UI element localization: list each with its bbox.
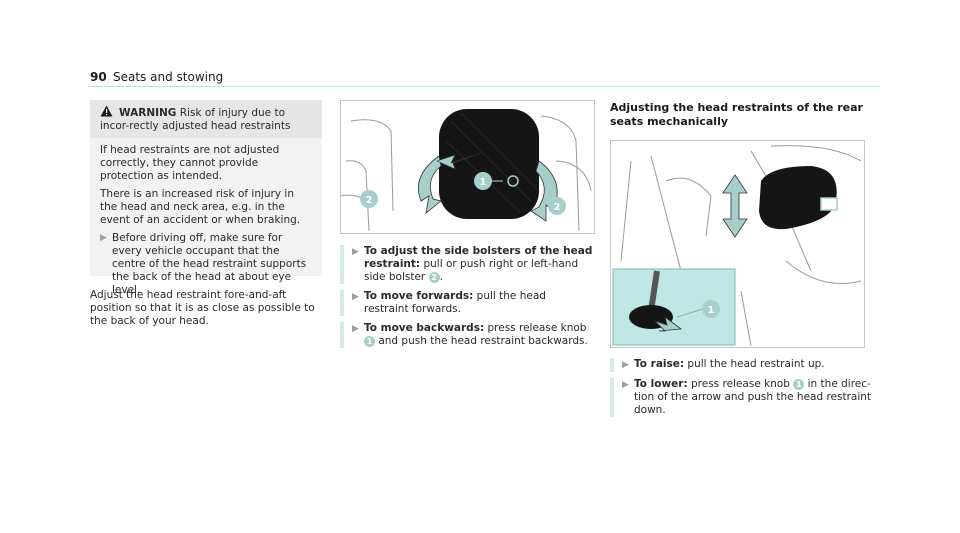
warning-para-1: If head restraints are not adjusted corr… bbox=[100, 144, 280, 182]
step-raise: ▶ To raise: pull the head restraint up. bbox=[610, 358, 872, 372]
step-move-forwards: ▶ To move forwards: pull the head restra… bbox=[340, 290, 593, 316]
left-paragraph: Adjust the head restraint fore-and-aft p… bbox=[90, 289, 315, 327]
callout-1-label: 1 bbox=[708, 305, 715, 316]
warning-bullet-text: Before driving off, make sure for every … bbox=[112, 232, 307, 296]
header-divider bbox=[88, 86, 880, 87]
step-text: pull or push right or left-hand side bol… bbox=[364, 258, 579, 283]
warning-body: If head restraints are not adjusted corr… bbox=[90, 138, 322, 297]
step-bold: To lower: bbox=[634, 378, 688, 390]
warning-label: WARNING bbox=[119, 107, 177, 119]
step-text: press release knob bbox=[487, 322, 587, 334]
callout-2-left-label: 2 bbox=[366, 195, 373, 206]
step-bold: To move backwards: bbox=[364, 322, 485, 334]
arrow-right-icon: ▶ bbox=[622, 380, 629, 390]
callout-1 bbox=[702, 300, 720, 318]
arrow-forward-icon bbox=[436, 152, 482, 170]
step-tail: . bbox=[439, 271, 443, 283]
arrow-right-icon: ▶ bbox=[100, 233, 107, 243]
warning-header: WARNING Risk of injury due to incor-rect… bbox=[90, 100, 322, 138]
arrow-right-icon: ▶ bbox=[352, 247, 359, 257]
press-arrow-icon bbox=[654, 316, 683, 332]
warning-bullet: ▶ Before driving off, make sure for ever… bbox=[100, 232, 312, 297]
step-bold: To raise: bbox=[634, 358, 685, 370]
rear-section-title: Adjusting the head restraints of the rea… bbox=[610, 101, 863, 128]
callout-2-right-label: 2 bbox=[554, 202, 561, 213]
callout-2-left bbox=[360, 190, 378, 208]
step-move-backwards: ▶ To move backwards: press release knob … bbox=[340, 322, 593, 348]
up-down-arrow-icon bbox=[722, 174, 748, 238]
callout-2-badge: 2 bbox=[428, 272, 440, 283]
step-bold: To move forwards: bbox=[364, 290, 474, 302]
arrow-right-icon: ▶ bbox=[622, 360, 629, 370]
callout-1-badge: 1 bbox=[793, 379, 805, 390]
page-number: 90 bbox=[90, 70, 107, 84]
rear-head-restraint-shape bbox=[759, 166, 837, 230]
step-bold: To adjust the side bolsters of the head … bbox=[364, 245, 593, 270]
step-text: press release knob bbox=[691, 378, 790, 390]
callout-1 bbox=[474, 172, 492, 190]
head-restraint-illustration: 1 2 2 bbox=[341, 109, 592, 232]
rear-head-restraint-illustration: 1 bbox=[612, 145, 862, 347]
rear-head-restraint-figure: 1 bbox=[610, 140, 865, 348]
warning-triangle-icon bbox=[100, 105, 113, 117]
right-steps: ▶ To raise: pull the head restraint up. … bbox=[610, 358, 872, 417]
warning-lead: Risk of injury due to incor-rectly adjus… bbox=[100, 107, 291, 132]
step-text: pull the head restraint forwards. bbox=[364, 290, 546, 315]
step-tail: and push the head restraint backwards. bbox=[378, 335, 588, 347]
arrow-right-icon: ▶ bbox=[352, 292, 359, 302]
callout-2-right bbox=[548, 197, 566, 215]
inset-detail bbox=[612, 268, 736, 346]
rotate-arrow-left-icon bbox=[417, 155, 442, 214]
head-restraint-shape bbox=[439, 109, 539, 219]
warning-box: WARNING Risk of injury due to incor-rect… bbox=[90, 100, 322, 296]
section-title: Seats and stowing bbox=[113, 70, 224, 84]
step-tail: in the direc-tion of the arrow and push … bbox=[634, 378, 872, 416]
arrow-right-icon: ▶ bbox=[352, 324, 359, 334]
middle-steps: ▶ To adjust the side bolsters of the hea… bbox=[340, 245, 593, 348]
step-side-bolsters: ▶ To adjust the side bolsters of the hea… bbox=[340, 245, 593, 284]
callout-1-label: 1 bbox=[480, 177, 487, 188]
callout-1-badge: 1 bbox=[364, 336, 375, 347]
step-lower: ▶ To lower: press release knob 1 in the … bbox=[610, 378, 872, 417]
head-restraint-front-figure: 1 2 2 bbox=[340, 100, 595, 234]
warning-para-2: There is an increased risk of injury in … bbox=[100, 188, 301, 226]
step-text: pull the head restraint up. bbox=[687, 358, 825, 370]
